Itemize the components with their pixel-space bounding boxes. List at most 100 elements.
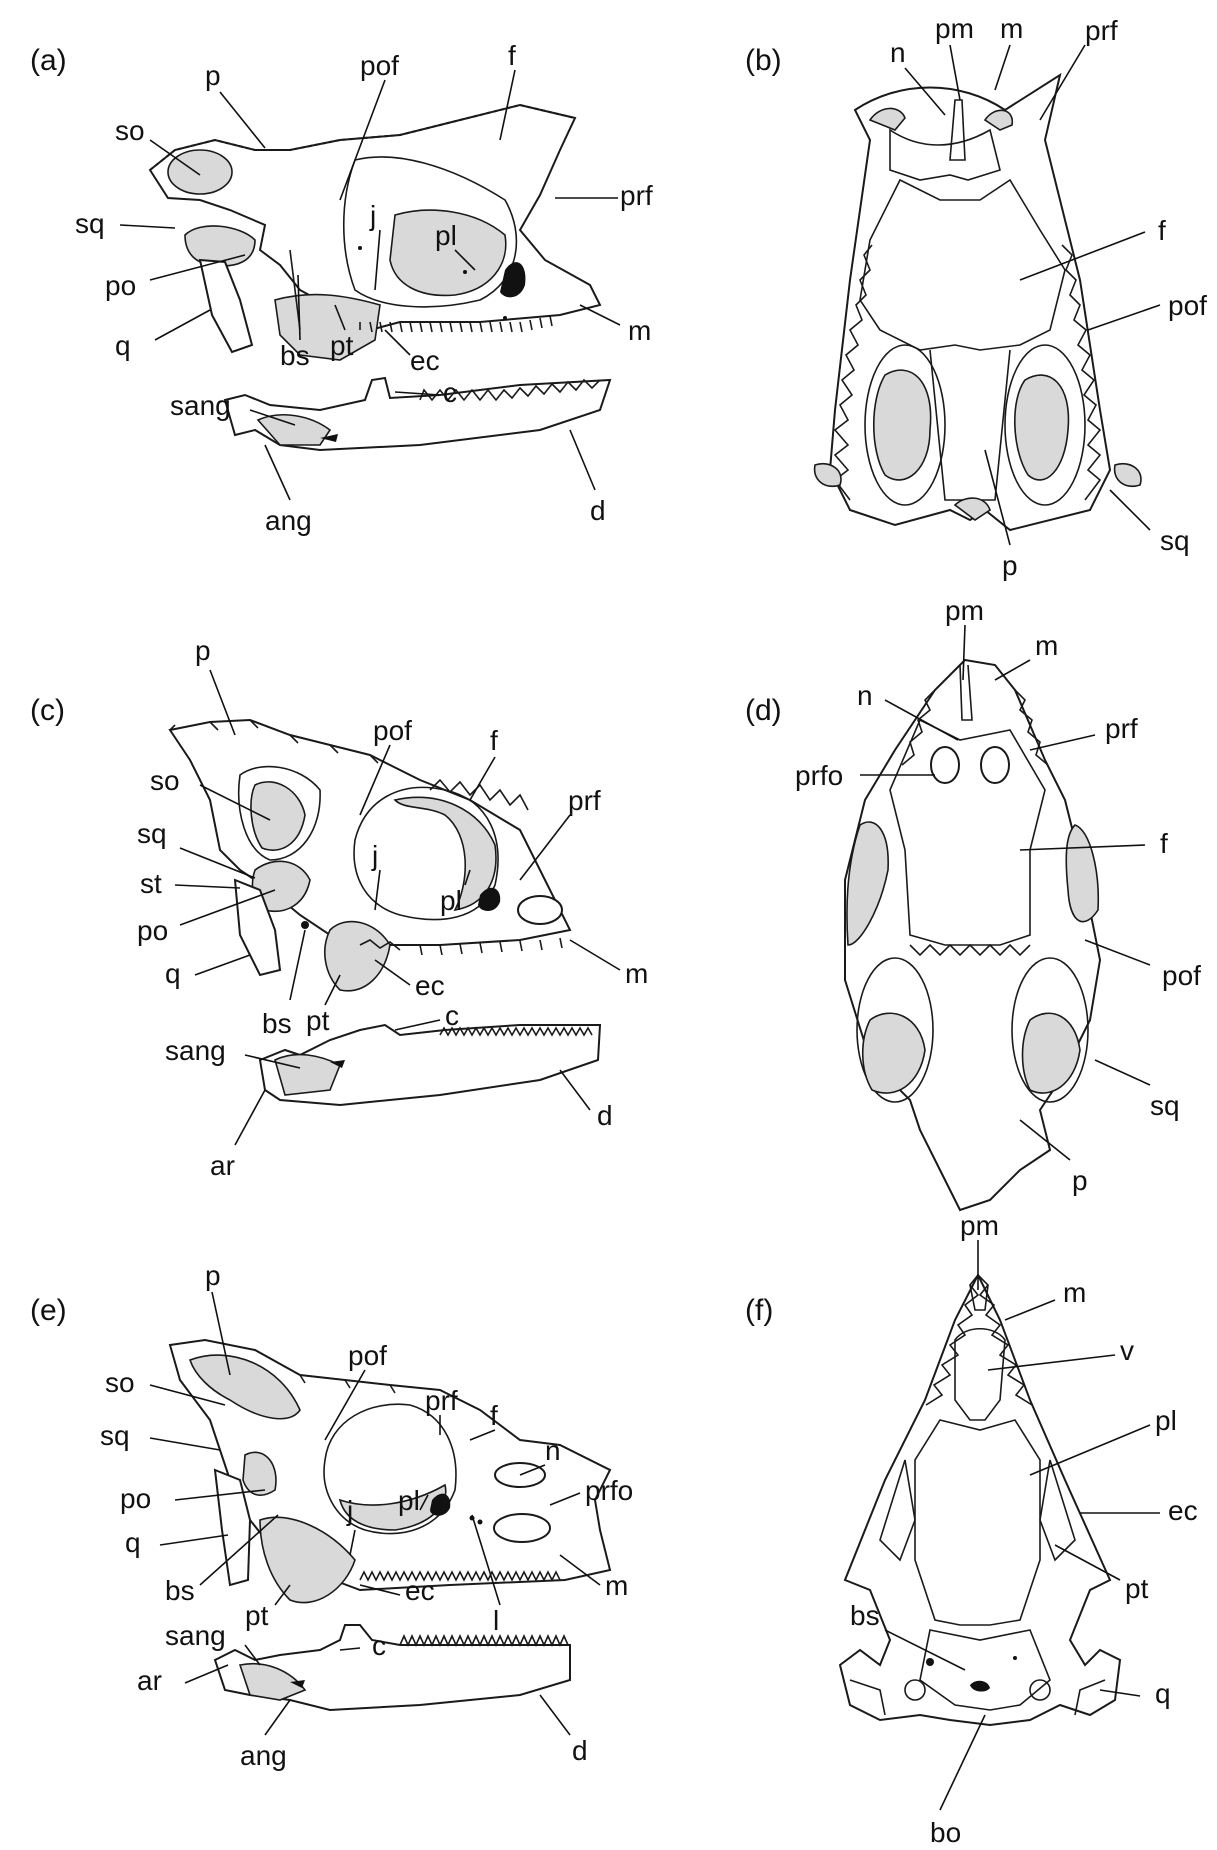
label-c-pl: pl (440, 885, 462, 916)
label-a-m: m (628, 315, 651, 346)
label-f-pt: pt (1125, 1573, 1149, 1604)
panel-c: (c) p pof f (30, 635, 648, 1181)
label-e-bs: bs (165, 1575, 195, 1606)
label-a-prf: prf (620, 180, 653, 211)
panel-label-d: (d) (745, 694, 782, 727)
label-c-c: c (445, 1000, 459, 1031)
panel-d: (d) pm m n prf prfo (745, 595, 1201, 1212)
label-b-f: f (1158, 215, 1166, 246)
label-c-bs: bs (262, 1008, 292, 1039)
label-c-prf: prf (568, 785, 601, 816)
label-b-m: m (1000, 13, 1023, 44)
label-d-p: p (1072, 1165, 1088, 1196)
label-c-sang: sang (165, 1035, 226, 1066)
label-c-ec: ec (415, 970, 445, 1001)
label-f-bo: bo (930, 1817, 961, 1848)
panel-label-e: (e) (30, 1294, 67, 1327)
skull-a-drawing (148, 103, 612, 452)
label-e-q: q (125, 1527, 141, 1558)
label-a-ang: ang (265, 505, 312, 536)
label-e-ar: ar (137, 1665, 162, 1696)
label-f-ec: ec (1168, 1495, 1198, 1526)
label-c-po: po (137, 915, 168, 946)
label-b-n: n (890, 37, 906, 68)
label-e-po: po (120, 1483, 151, 1514)
label-c-d: d (597, 1100, 613, 1131)
label-a-pl: pl (435, 220, 457, 251)
labels-b: pm m n prf f pof sq p (890, 13, 1207, 581)
label-c-m: m (625, 958, 648, 989)
label-f-pm: pm (960, 1210, 999, 1241)
label-a-j: j (369, 200, 376, 231)
label-d-f: f (1160, 828, 1168, 859)
label-d-pof: pof (1162, 960, 1201, 991)
label-e-prfo: prfo (585, 1475, 633, 1506)
label-a-po: po (105, 270, 136, 301)
label-e-sq: sq (100, 1420, 130, 1451)
label-a-pof: pof (360, 50, 399, 81)
labels-f: pm m v pl ec pt bs q bo (850, 1210, 1198, 1848)
label-a-bs: bs (280, 340, 310, 371)
label-b-p: p (1002, 550, 1018, 581)
label-e-p: p (205, 1260, 221, 1291)
skull-f-drawing (838, 1272, 1122, 1727)
label-a-sang: sang (170, 390, 231, 421)
label-e-sang: sang (165, 1620, 226, 1651)
label-a-p: p (205, 60, 221, 91)
label-c-sq: sq (137, 818, 167, 849)
label-e-l: l (493, 1605, 499, 1636)
label-a-sq: sq (75, 208, 105, 239)
labels-d: pm m n prf prfo f pof sq p (795, 595, 1201, 1196)
label-f-q: q (1155, 1678, 1171, 1709)
label-e-f: f (490, 1400, 498, 1431)
label-a-d: d (590, 495, 606, 526)
skull-d-drawing (844, 658, 1102, 1212)
label-a-q: q (115, 330, 131, 361)
label-e-pt: pt (245, 1600, 269, 1631)
label-c-st: st (140, 868, 162, 899)
label-b-pm: pm (935, 13, 974, 44)
skull-c-drawing (168, 718, 602, 1107)
labels-a: p pof f so sq prf j pl po q bs pt ec (75, 40, 653, 536)
label-c-pof: pof (373, 715, 412, 746)
label-c-f: f (490, 725, 498, 756)
label-c-j: j (371, 840, 378, 871)
label-f-m: m (1063, 1277, 1086, 1308)
label-a-so: so (115, 115, 145, 146)
label-a-ec: ec (410, 345, 440, 376)
panel-b: (b) pm m n prf (745, 13, 1207, 581)
label-d-sq: sq (1150, 1090, 1180, 1121)
labels-e: p pof so prf f n sq prfo j pl po q m (100, 1260, 633, 1771)
label-d-n: n (857, 680, 873, 711)
label-e-prf: prf (425, 1385, 458, 1416)
panel-label-f: (f) (745, 1294, 773, 1327)
panel-label-b: (b) (745, 44, 782, 77)
label-e-j: j (346, 1495, 353, 1526)
label-c-so: so (150, 765, 180, 796)
panel-a: (a) p pof f (30, 40, 653, 536)
label-a-c: c (443, 377, 457, 408)
label-f-bs: bs (850, 1600, 880, 1631)
label-d-m: m (1035, 630, 1058, 661)
label-d-prfo: prfo (795, 760, 843, 791)
label-a-pt: pt (330, 330, 354, 361)
label-b-prf: prf (1085, 15, 1118, 46)
label-b-pof: pof (1168, 290, 1207, 321)
label-e-so: so (105, 1367, 135, 1398)
label-e-m: m (605, 1570, 628, 1601)
panel-f: (f) pm m v pl (745, 1210, 1198, 1848)
label-e-ang: ang (240, 1740, 287, 1771)
panel-label-a: (a) (30, 44, 67, 77)
skull-e-drawing (168, 1338, 612, 1712)
panel-label-c: (c) (30, 694, 65, 727)
label-f-pl: pl (1155, 1405, 1177, 1436)
label-a-f: f (508, 40, 516, 71)
label-e-ec: ec (405, 1575, 435, 1606)
label-d-pm: pm (945, 595, 984, 626)
skull-b-drawing (813, 72, 1142, 532)
label-c-ar: ar (210, 1150, 235, 1181)
label-d-prf: prf (1105, 713, 1138, 744)
label-e-pl: pl (398, 1485, 420, 1516)
labels-c: p pof f so prf sq st j pl po m q ec (137, 635, 648, 1181)
